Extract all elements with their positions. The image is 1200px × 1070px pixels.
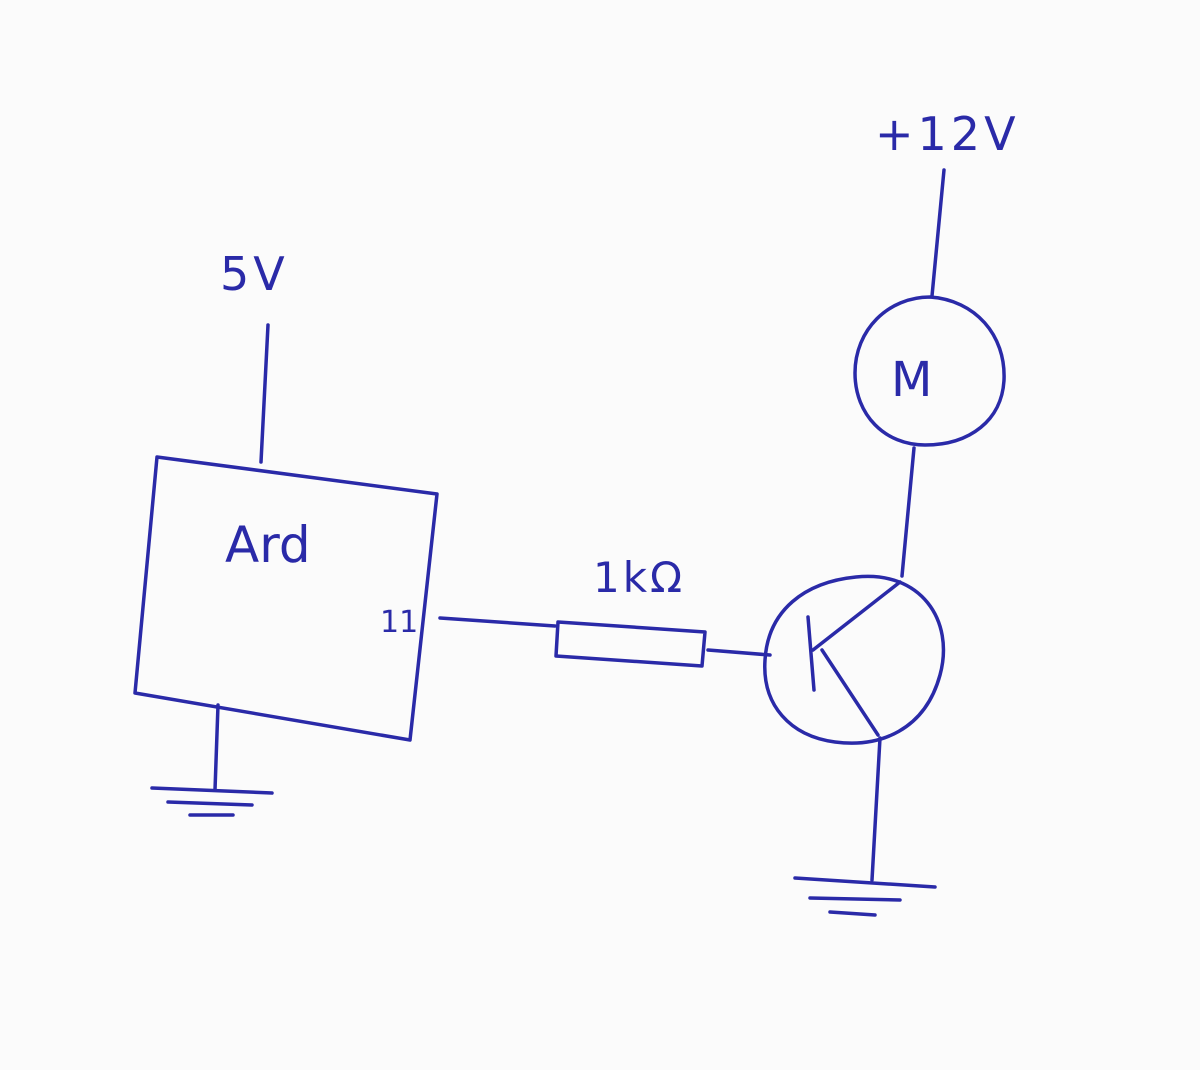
wire-12v	[930, 168, 946, 298]
wire-resistor-to-base	[706, 648, 772, 657]
transistor-collector-leg	[811, 580, 902, 652]
motor-circle	[853, 295, 1006, 447]
arduino-box	[133, 455, 439, 742]
transistor-symbol	[763, 574, 946, 745]
label-5v: 5V	[220, 247, 289, 301]
wire-arduino-ground	[213, 703, 220, 792]
resistor-body	[554, 620, 707, 668]
label-1k-ohm: 1kΩ	[593, 553, 685, 602]
wire-emitter-to-ground	[870, 736, 882, 882]
transistor-emitter-leg	[820, 648, 880, 737]
wire-pin-to-resistor	[438, 616, 557, 628]
transistor-base-bar	[806, 615, 816, 692]
label-motor: M	[891, 352, 932, 408]
label-ard: Ard	[225, 516, 311, 574]
transistor-circle	[763, 574, 946, 745]
label-12v: +12V	[875, 107, 1020, 161]
ground-symbol-right	[793, 876, 937, 917]
ground-symbol-left	[150, 786, 274, 817]
wire-collector-to-motor	[900, 446, 916, 578]
label-pin-11: 11	[380, 605, 418, 640]
motor-symbol: M	[853, 295, 1006, 447]
wire-5v	[259, 323, 270, 464]
